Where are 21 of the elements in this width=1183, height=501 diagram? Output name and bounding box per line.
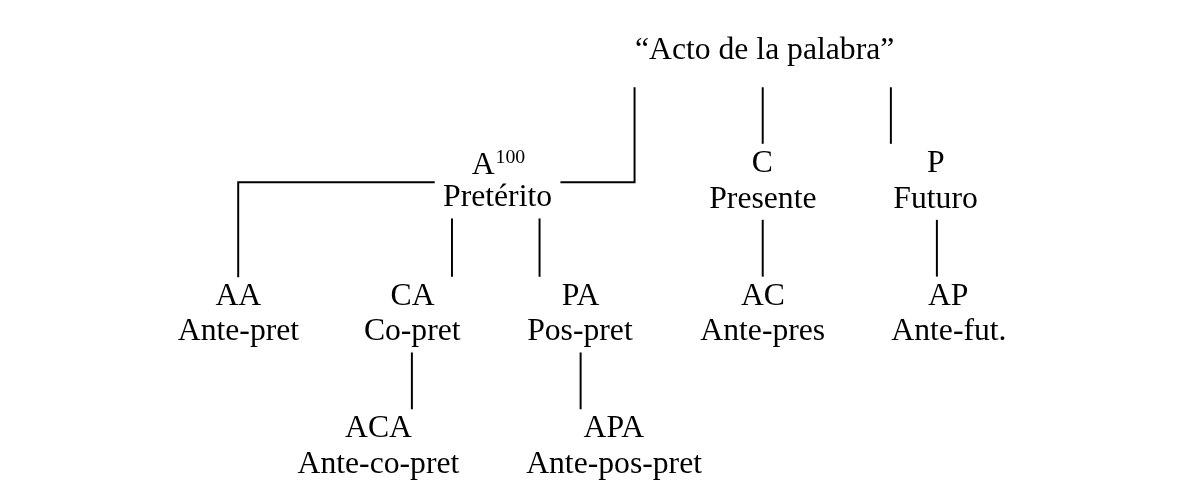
connector <box>558 86 636 184</box>
node-text: A$^{100}$ Pretérito <box>442 144 552 213</box>
connector <box>889 86 892 145</box>
connector <box>538 217 541 278</box>
connector <box>410 351 413 411</box>
connector <box>935 218 938 278</box>
node-text: AC Ante-pres <box>699 276 825 348</box>
node-text: CA Co-pret <box>363 276 461 348</box>
connector <box>761 86 764 145</box>
node-text: AP Ante-fut. <box>890 276 1007 348</box>
node-text: ACA Ante-co-pret <box>297 409 459 480</box>
connector <box>579 351 582 411</box>
node-text: PA Pos-pret <box>526 276 633 348</box>
node-text: “Acto de la palabra” <box>634 31 894 67</box>
node-text: AA Ante-pret <box>177 276 299 348</box>
node-text: APA Ante-pos-pret <box>525 409 702 480</box>
node-text: P Futuro <box>892 143 978 215</box>
connector <box>761 218 764 278</box>
node-text: C Presente <box>708 143 817 215</box>
connector <box>236 181 436 279</box>
connector <box>450 217 453 278</box>
